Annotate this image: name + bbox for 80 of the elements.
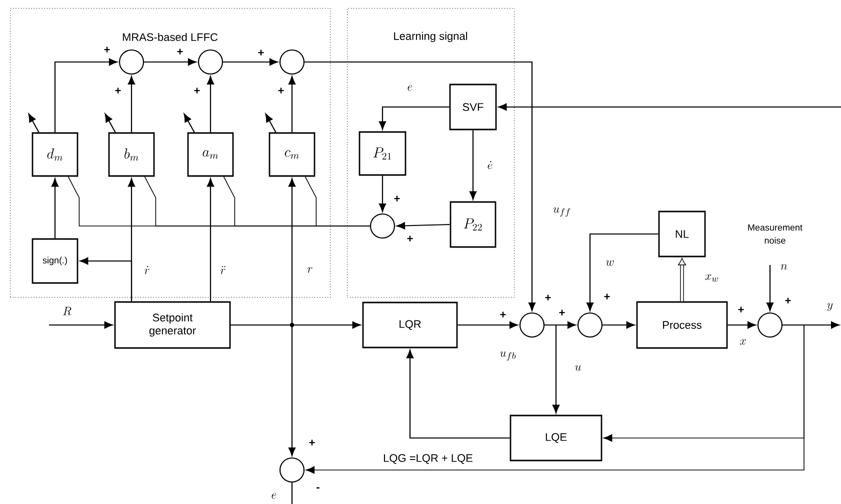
sign-label: + (177, 48, 183, 54)
arrow (80, 257, 132, 302)
arrow (728, 321, 756, 329)
arrow (678, 258, 686, 302)
summing-junction (279, 49, 305, 75)
arrow (378, 176, 386, 212)
arrow (396, 222, 450, 230)
sign-label: - (316, 487, 320, 489)
arrow (49, 321, 113, 329)
summing-junction (577, 312, 603, 338)
summing-junction (370, 213, 396, 239)
sign-label: + (545, 294, 551, 300)
arrow (206, 76, 214, 132)
block-box: $P_{21}$ (358, 131, 406, 176)
sign-label: + (278, 88, 284, 94)
sign-label: + (738, 306, 744, 312)
sign-label: + (309, 440, 315, 446)
edge-label: $y$ (827, 303, 833, 311)
sign-label: + (115, 88, 121, 94)
arrow (206, 178, 214, 302)
edge-label: $n$ (780, 264, 788, 270)
summing-junction (118, 49, 144, 75)
sign-label: + (394, 196, 400, 202)
parameter-box: $a_m$ (187, 132, 234, 177)
arrow (406, 350, 510, 439)
edge-label: LQG =LQR + LQE (384, 454, 472, 464)
edge-label: $\dot{r}$ (144, 266, 150, 274)
edge-label: $x_w$ (705, 274, 718, 282)
arrow (144, 58, 196, 66)
parameter-box: $d_m$ (32, 132, 78, 177)
summing-junction (279, 457, 305, 483)
arrow (223, 58, 278, 66)
edge-label: $u$ (575, 365, 581, 371)
arrow (766, 265, 774, 311)
sign-label: + (104, 46, 110, 52)
arrow (544, 324, 560, 414)
arrow (51, 178, 59, 238)
block-box: LQE (510, 414, 602, 462)
summing-junction (757, 312, 783, 338)
parameter-box: $b_m$ (108, 132, 155, 177)
arrow (54, 58, 118, 132)
parameter-box: $c_m$ (268, 132, 316, 177)
sign-label: + (500, 312, 506, 318)
block-box: NL (658, 210, 706, 258)
block-box: LQR (362, 302, 458, 348)
arrow (288, 76, 296, 132)
edge-label: $e$ (272, 493, 276, 499)
block-box: SVF (449, 84, 497, 130)
edge-label: $R$ (63, 306, 72, 316)
arrow (230, 324, 296, 456)
edge-label: $\dot{e}$ (488, 161, 492, 170)
arrow (469, 130, 477, 200)
block-box: sign(.) (32, 238, 78, 284)
edge-label: $u_{ff}$ (553, 207, 570, 217)
edge-label: $x$ (740, 339, 746, 345)
edge-label: $e$ (408, 85, 412, 91)
sign-label: + (258, 50, 264, 56)
arrow (306, 324, 804, 474)
sign-label: + (559, 310, 565, 316)
edge-label: $r$ (308, 267, 312, 273)
arrow (498, 103, 841, 111)
note-text: Measurement noise (748, 224, 802, 244)
arrow (602, 321, 635, 329)
sign-label: + (194, 88, 200, 94)
edge-label: $\ddot{r}$ (220, 266, 226, 274)
block-box: Setpoint generator (114, 301, 231, 349)
block-box: $P_{22}$ (450, 201, 496, 248)
arrow (458, 321, 518, 329)
arrow (128, 76, 136, 132)
arrow (378, 106, 450, 130)
arrow (586, 233, 658, 311)
edge-label: $w$ (606, 260, 614, 266)
summing-junction (198, 49, 224, 75)
sign-label: + (407, 236, 413, 242)
summing-junction (519, 312, 545, 338)
block-box: Process (636, 301, 728, 349)
sign-label: + (604, 294, 610, 300)
edge-label: $u_{fb}$ (500, 351, 516, 361)
arrow (304, 61, 536, 311)
sign-label: + (785, 298, 791, 304)
